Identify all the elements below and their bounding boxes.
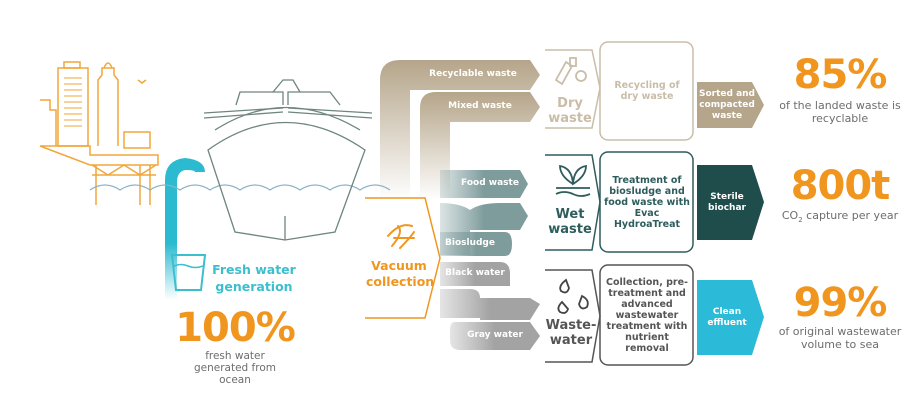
bottle-can-icon (554, 57, 587, 86)
caption-wet-text: capture per year (802, 209, 899, 222)
stream-gray-water: Gray water (467, 330, 523, 340)
process-wet: Treatment of biosludge and food waste wi… (604, 174, 690, 230)
stat-dry: 85% (793, 52, 888, 98)
sea-waves (89, 184, 391, 191)
stat-wet: 800t (790, 163, 891, 209)
caption-water: of original wastewater volume to sea (778, 325, 902, 351)
category-wastewater: Waste-water (545, 318, 597, 348)
dry-waste-flow (380, 60, 540, 200)
fresh-water-caption: fresh water generated from ocean (193, 350, 276, 386)
category-dry-waste: Dry waste (548, 96, 592, 126)
water-drops-icon (557, 278, 589, 314)
stat-water: 99% (793, 280, 888, 326)
result-arrow-water (697, 280, 764, 355)
wet-waste-flow (440, 170, 528, 198)
intake-pipe (165, 158, 205, 300)
result-arrow-dry (697, 82, 764, 128)
result-arrow-wet (697, 165, 764, 240)
co2-subscript: 2 (798, 216, 803, 225)
stream-food-waste: Food waste (461, 178, 519, 188)
caption-wet: CO2 capture per year (765, 209, 915, 227)
co2-text: CO (781, 209, 799, 222)
stream-black-water: Black water (445, 268, 505, 278)
fresh-water-title: Fresh water generation (212, 262, 296, 294)
result-wet: Sterile biochar (708, 191, 746, 213)
wastewater-flow (440, 262, 510, 286)
vacuum-collection-frame (365, 197, 441, 319)
glass-of-water-icon (170, 254, 207, 291)
caption-dry: of the landed waste is recyclable (779, 99, 901, 125)
vacuum-swirl-icon (387, 224, 415, 249)
result-dry: Sorted and compacted waste (698, 88, 755, 121)
harbor-city-icon (39, 61, 159, 205)
cruise-ship-icon (203, 79, 373, 241)
process-dry: Recycling of dry waste (614, 80, 680, 102)
result-water: Clean effluent (707, 306, 747, 328)
leaf-sprout-icon (555, 164, 591, 197)
stream-biosludge: Biosludge (445, 238, 495, 248)
category-wet-waste: Wet waste (548, 207, 592, 237)
vacuum-collection-title: Vacuum collection (366, 258, 435, 289)
stream-mixed-waste: Mixed waste (448, 101, 512, 111)
process-water: Collection, pre-treatment and advanced w… (606, 276, 688, 354)
stream-recyclable-waste: Recyclable waste (429, 69, 517, 79)
fresh-water-stat: 100% (175, 305, 296, 351)
